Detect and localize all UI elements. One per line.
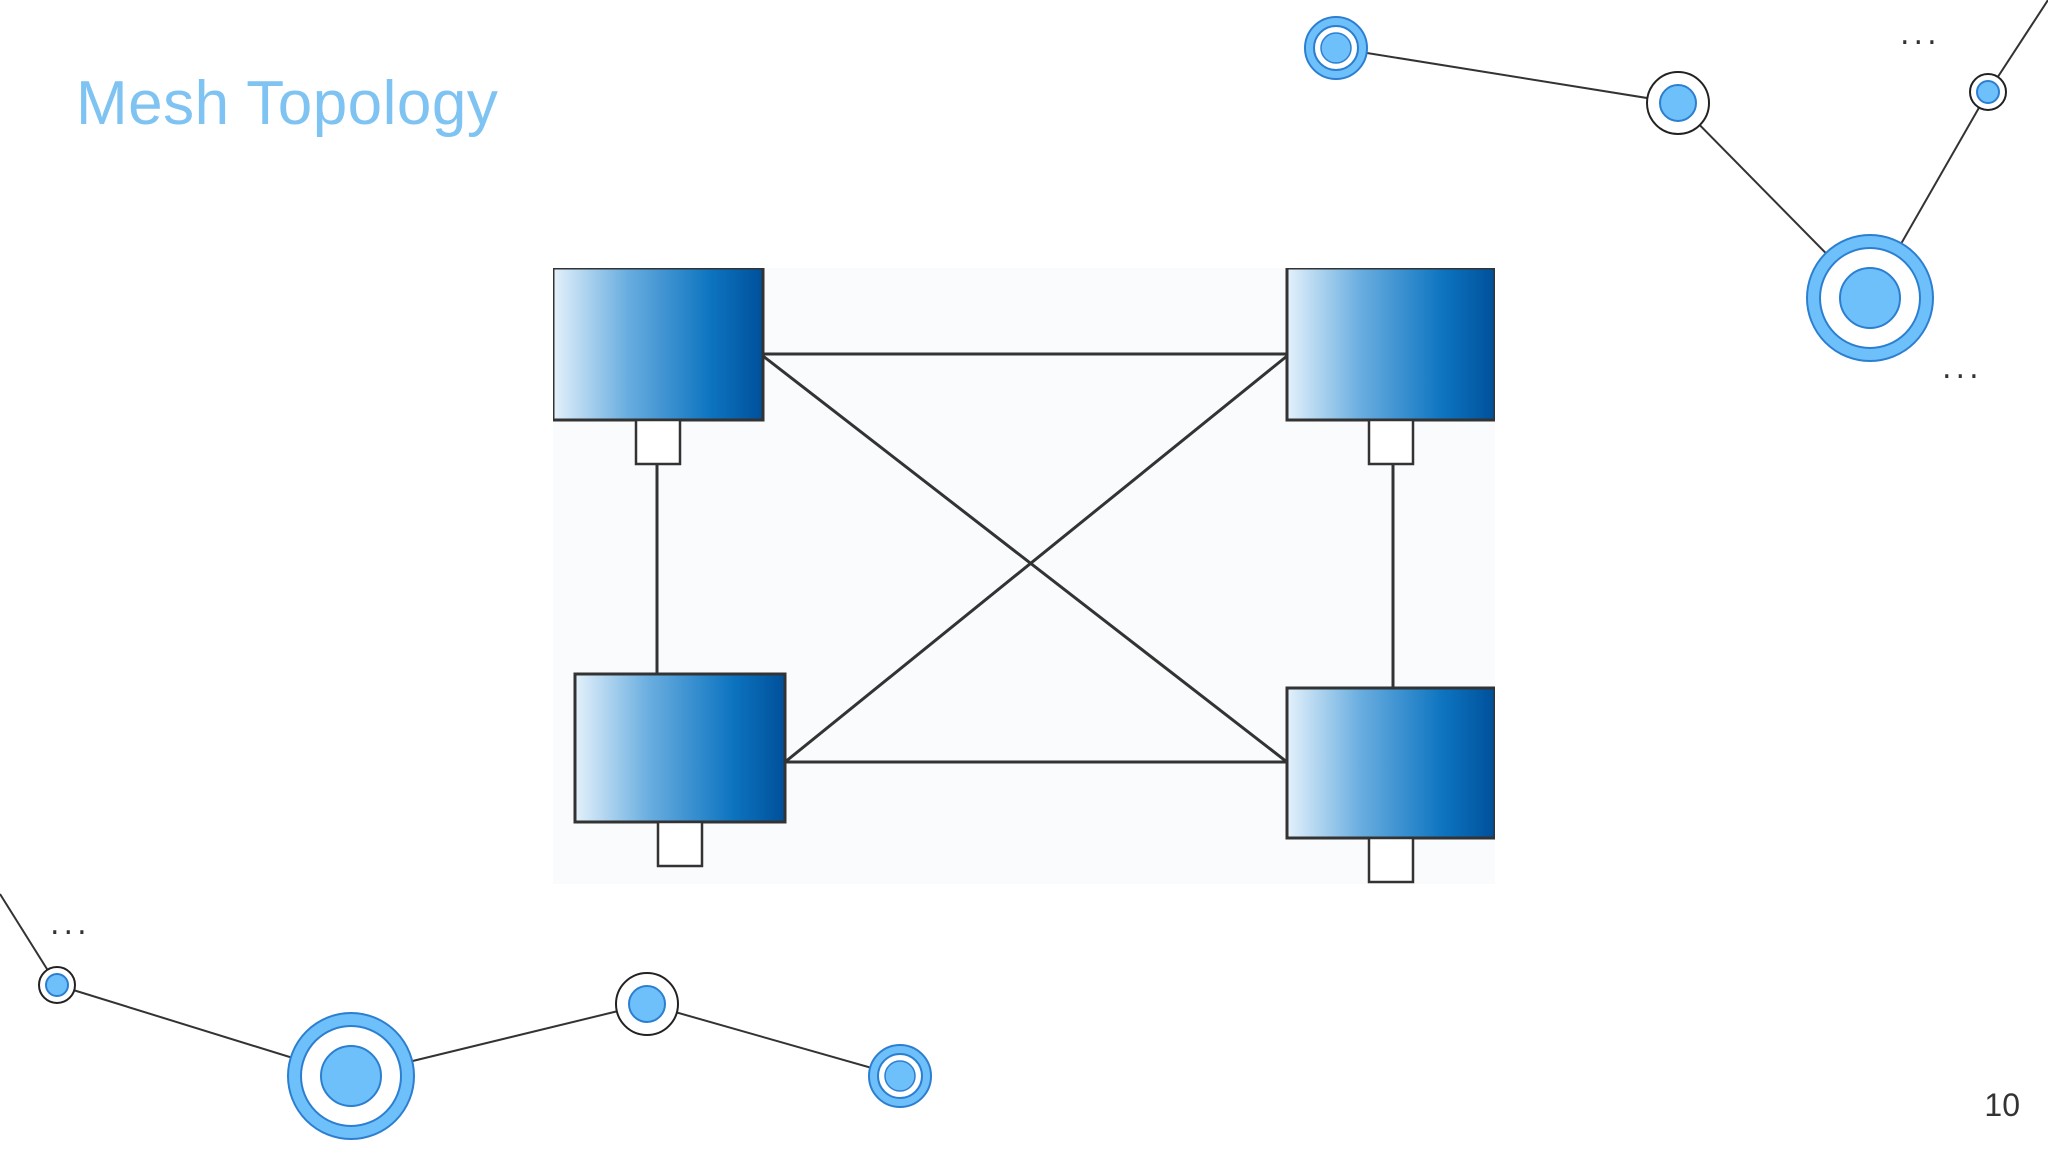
slide-number: 10 (1984, 1087, 2020, 1123)
decor-node-circle-8 (868, 1044, 932, 1108)
node-bottom-right-body (1285, 686, 1495, 840)
link-top-right-to-bottom-left (784, 354, 1288, 764)
node-top-left-port (634, 418, 682, 466)
node-bottom-right-port (1367, 836, 1415, 884)
diagram-nodes (553, 268, 1495, 884)
decor-top-lines (1335, 0, 2048, 299)
node-top-right-port (1367, 418, 1415, 466)
decor-node-circle-6 (287, 1012, 415, 1140)
node-top-right-body (1285, 268, 1495, 422)
decor-ellipsis-top-2: ... (1942, 351, 1983, 386)
decor-node-circle-1 (1304, 16, 1368, 80)
slide-title: Mesh Topology (76, 69, 499, 138)
decor-node-circle-7 (615, 972, 679, 1036)
node-bottom-left (573, 672, 787, 868)
node-top-left-body (553, 268, 765, 422)
decor-node-circle-4 (1969, 73, 2007, 111)
decor-node-circle-2 (1646, 71, 1710, 135)
node-bottom-left-body (573, 672, 787, 824)
node-bottom-right (1285, 686, 1495, 884)
node-bottom-left-port (656, 820, 704, 868)
diagram-links (655, 352, 1395, 764)
decor-node-circle-3 (1806, 234, 1934, 362)
node-top-left (553, 268, 765, 466)
decor-ellipsis-bottom: ... (50, 907, 91, 942)
decor-node-circle-5 (38, 966, 76, 1004)
link-top-left-to-bottom-right (762, 354, 1288, 764)
decor-bottom-lines (0, 893, 901, 1077)
decor-ellipsis-top-1: ... (1900, 17, 1941, 52)
mesh-topology-diagram (553, 268, 1495, 884)
node-top-right (1285, 268, 1495, 466)
